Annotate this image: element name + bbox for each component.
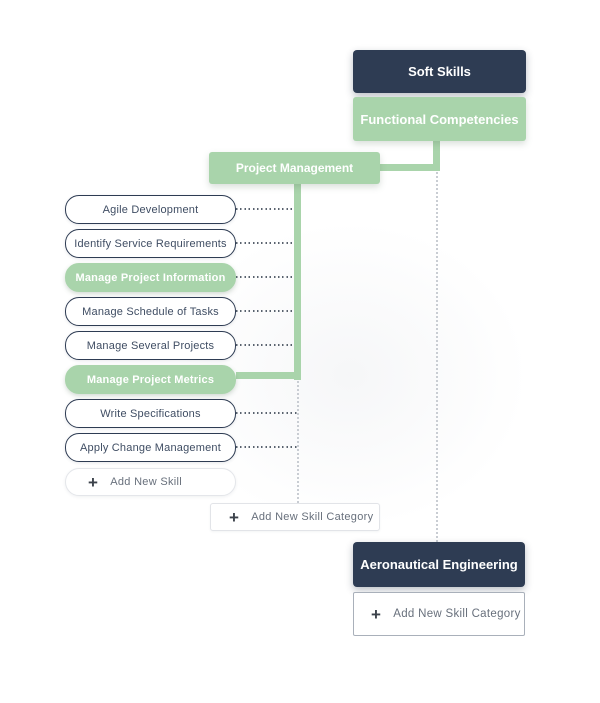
skill-pill-label: Identify Service Requirements (74, 237, 227, 250)
connector-dashed-skill-trunk (297, 381, 299, 503)
skill-pill-label: Manage Project Information (75, 271, 226, 284)
add-new-skill-label: Add New Skill (110, 476, 182, 488)
category-node-functional-competencies[interactable]: Functional Competencies (353, 97, 526, 141)
skill-pill-label: Agile Development (102, 203, 199, 216)
connector-dotted-skill-4 (236, 344, 295, 346)
root-node-aeronautical-engineering[interactable]: Aeronautical Engineering (353, 542, 525, 587)
connector-dotted-skill-1 (236, 242, 295, 244)
connector-dotted-skill-7 (236, 446, 298, 448)
add-new-skill-category-label: Add New Skill Category (251, 511, 374, 523)
skill-pill-label: Manage Schedule of Tasks (82, 305, 219, 318)
connector-dotted-skill-0 (236, 208, 295, 210)
connector-dashed-category-trunk (436, 172, 438, 542)
category-node-label: Functional Competencies (360, 111, 519, 127)
skill-pill-manage-several-projects[interactable]: Manage Several Projects (65, 331, 236, 360)
connector-dotted-skill-6 (236, 412, 298, 414)
skill-pill-apply-change-management[interactable]: Apply Change Management (65, 433, 236, 462)
subcategory-node-project-management[interactable]: Project Management (209, 152, 380, 184)
root-node-soft-skills[interactable]: Soft Skills (353, 50, 526, 93)
skill-pill-agile-development[interactable]: Agile Development (65, 195, 236, 224)
add-new-skill-button[interactable]: + Add New Skill (65, 468, 236, 496)
connector-selected-skill (236, 372, 301, 379)
add-new-skill-category-button-middle[interactable]: + Add New Skill Category (210, 503, 380, 531)
connector-dotted-skill-2 (236, 276, 295, 278)
add-new-skill-category-button-bottom[interactable]: + Add New Skill Category (353, 592, 525, 636)
skill-pill-label: Manage Several Projects (86, 339, 215, 352)
connector-category-vertical (433, 141, 440, 171)
skill-pill-write-specifications[interactable]: Write Specifications (65, 399, 236, 428)
skill-pill-manage-project-metrics[interactable]: Manage Project Metrics (65, 365, 236, 394)
add-new-skill-category-label: Add New Skill Category (393, 608, 521, 620)
subcategory-node-label: Project Management (235, 161, 354, 175)
skill-pill-label: Manage Project Metrics (86, 373, 215, 386)
connector-dotted-skill-3 (236, 310, 295, 312)
plus-icon: + (229, 507, 240, 527)
connector-subcategory-trunk (294, 184, 301, 380)
plus-icon: + (88, 472, 99, 492)
skill-pill-manage-project-information[interactable]: Manage Project Information (65, 263, 236, 292)
plus-icon: + (371, 604, 382, 624)
connector-category-to-subcategory (380, 164, 440, 171)
skill-pill-manage-schedule-of-tasks[interactable]: Manage Schedule of Tasks (65, 297, 236, 326)
skill-pill-label: Write Specifications (100, 407, 201, 420)
root-node-label: Aeronautical Engineering (360, 557, 518, 572)
root-node-label: Soft Skills (408, 64, 471, 79)
skill-pill-label: Apply Change Management (80, 441, 221, 454)
skill-pill-identify-service-requirements[interactable]: Identify Service Requirements (65, 229, 236, 258)
